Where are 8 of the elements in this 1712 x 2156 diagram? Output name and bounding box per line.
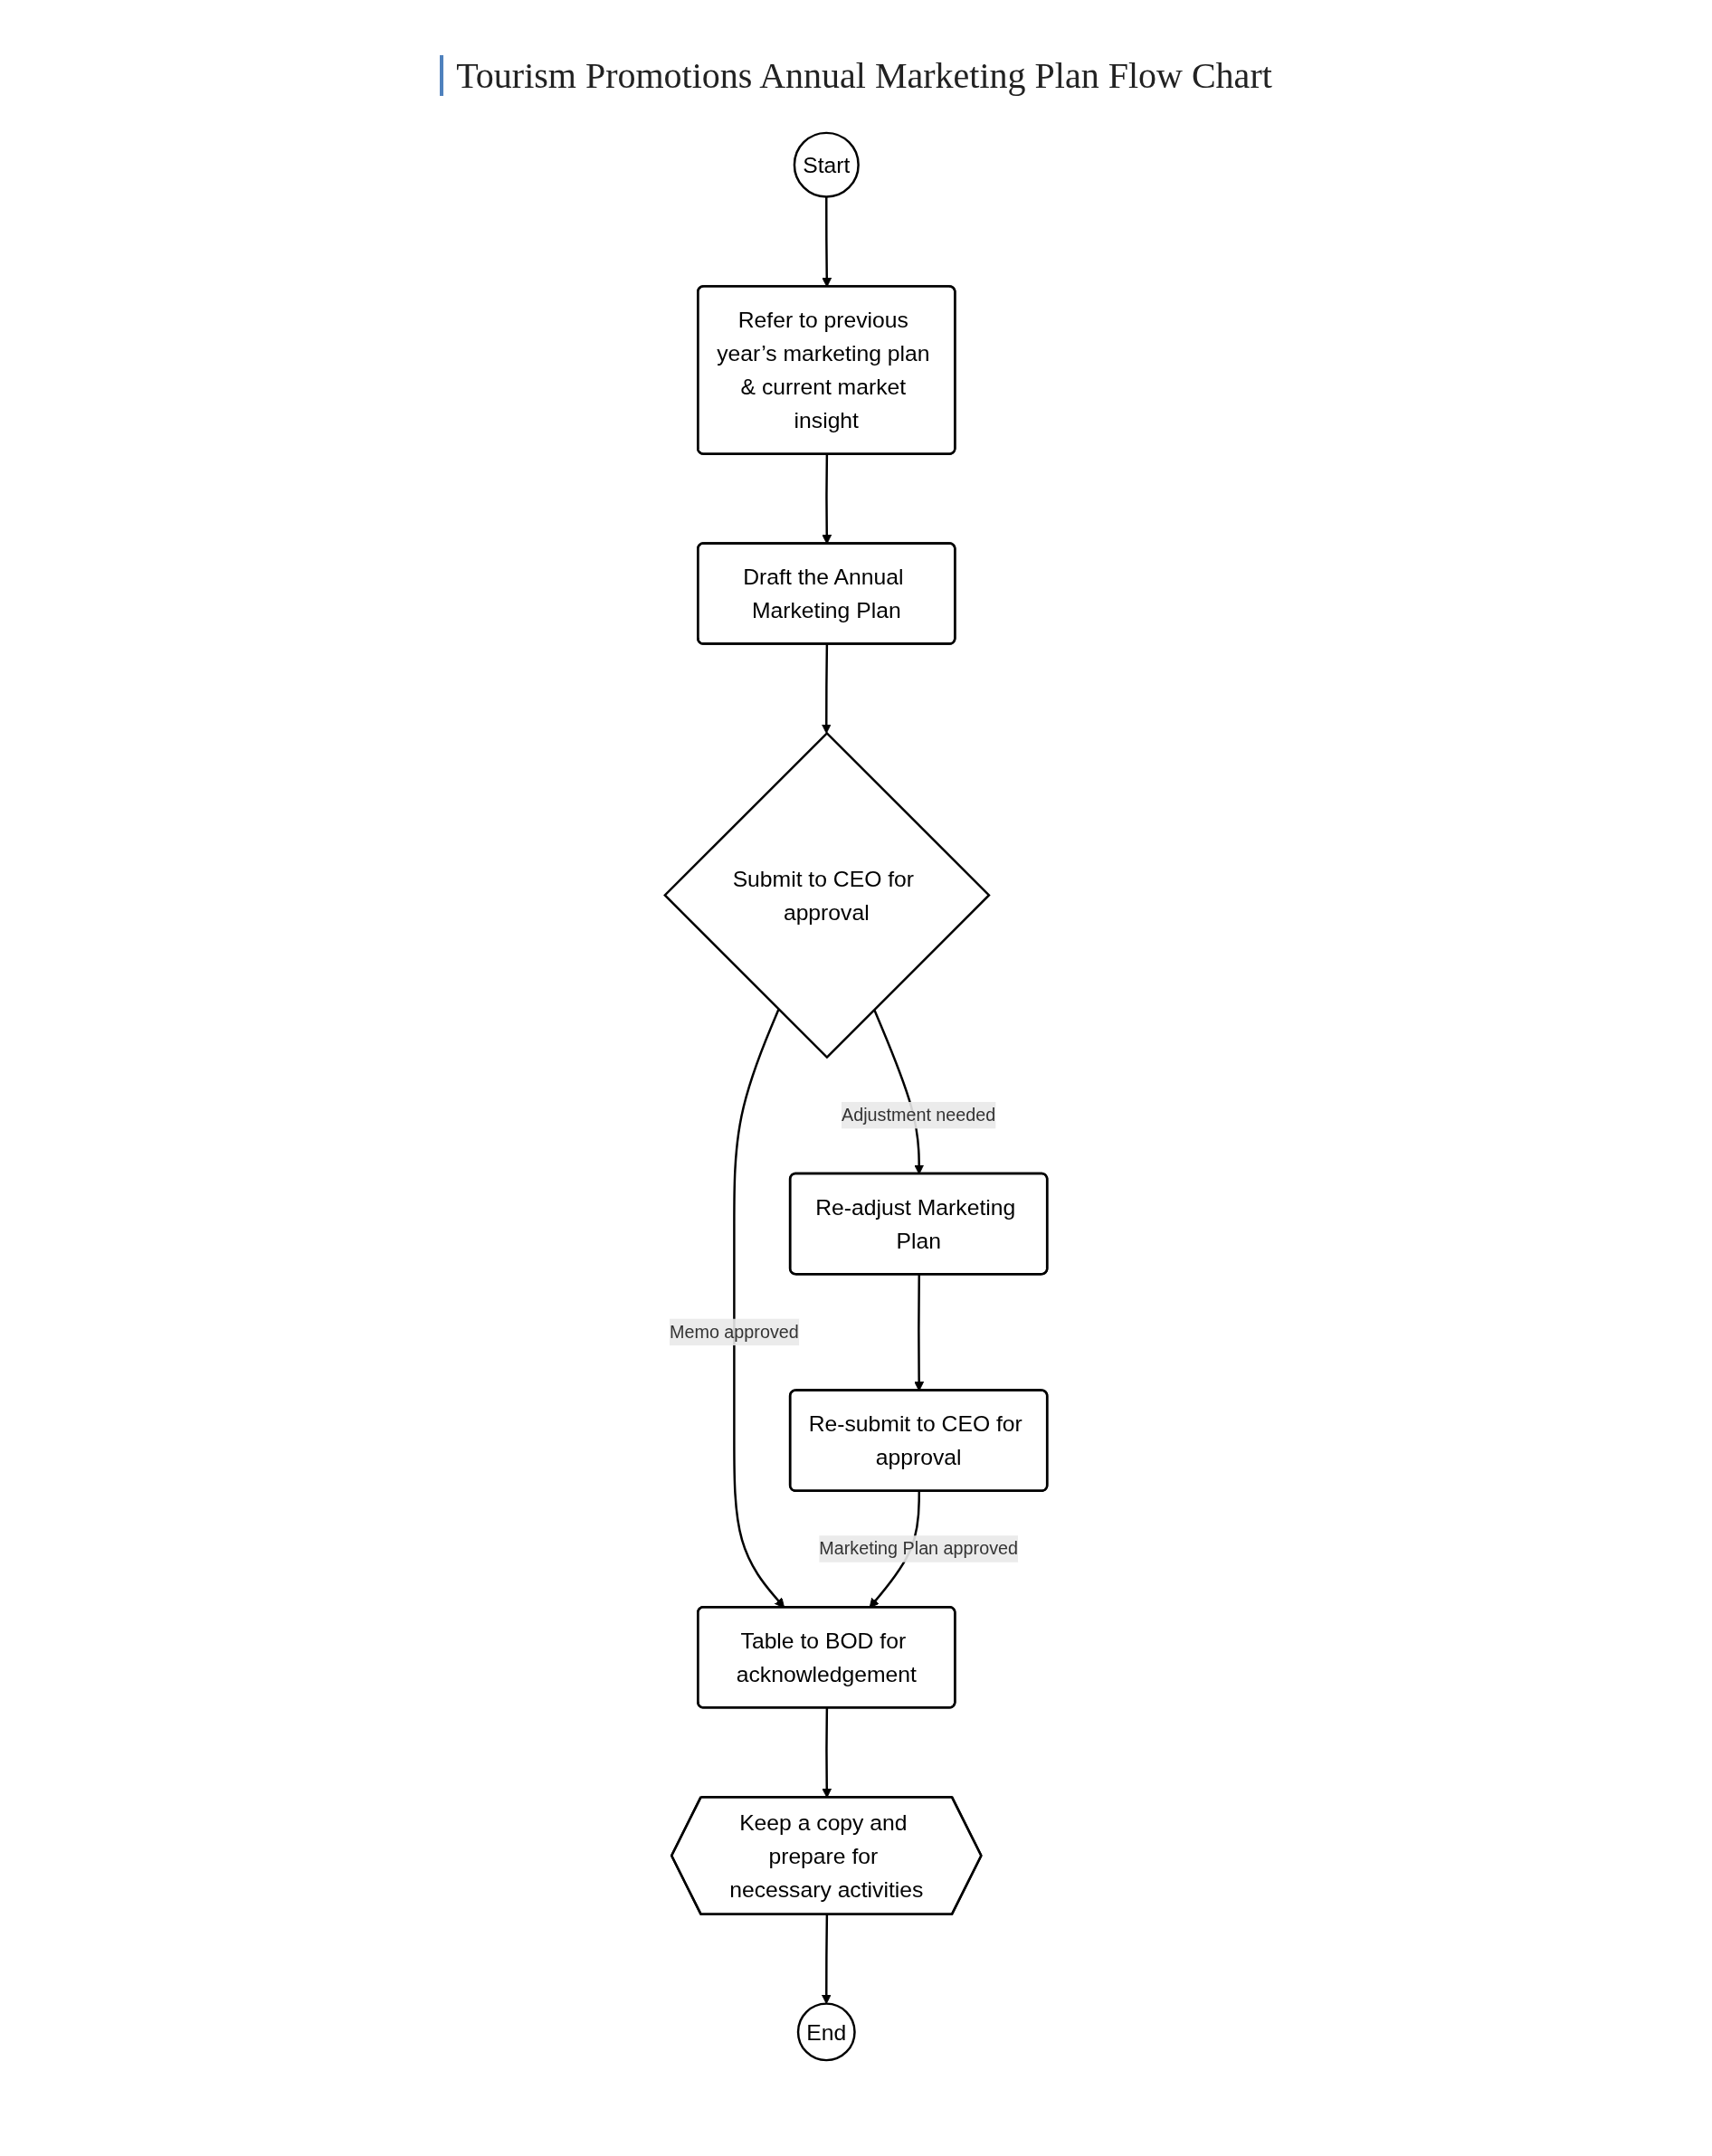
edge-label: Marketing Plan approved <box>819 1538 1019 1558</box>
edge-label: Adjustment needed <box>842 1105 996 1125</box>
arrow <box>821 644 832 734</box>
chart-title: Tourism Promotions Annual Marketing Plan Flow Chart <box>440 55 1272 96</box>
edge-label: Memo approved <box>669 1322 799 1342</box>
node-circle: Start <box>793 131 860 198</box>
node-circle: End <box>796 2002 856 2062</box>
node-diamond: Submit to CEO for approval <box>663 731 991 1059</box>
